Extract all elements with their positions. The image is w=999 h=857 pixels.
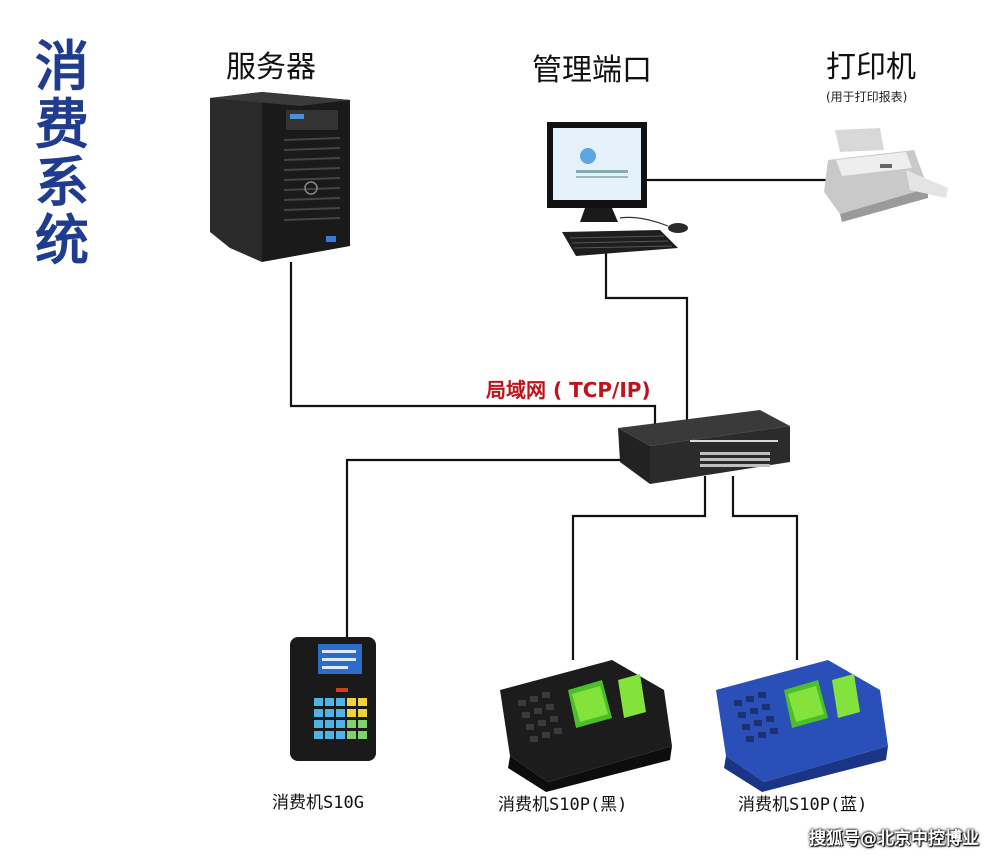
network-label: 局域网 ( TCP/IP) [486,378,651,402]
desk-pos-terminal-icon-black [500,660,672,792]
connection-lines [289,178,830,660]
inkjet-printer-icon [824,128,948,222]
desk-pos-terminal-icon-blue [716,660,888,792]
desktop-monitor-icon [547,122,688,256]
line-switch-terminal-blue [731,476,799,660]
system-title-char: 消 [35,35,89,98]
line-switch-terminal-black [571,476,707,660]
terminal-black-label: 消费机S10P(黑) [498,795,628,815]
printer-label: 打印机 [826,50,916,85]
server-icon [210,92,350,262]
system-title: 消 费 系 统 [32,38,92,270]
card-terminal-icon [290,637,376,761]
line-management-switch [604,253,689,428]
system-title-char: 系 [35,151,89,214]
line-server-switch [289,262,657,428]
printer-note: (用于打印报表) [826,90,908,104]
terminal-g-label: 消费机S10G [272,793,364,813]
network-switch-icon [618,410,790,484]
server-label: 服务器 [226,50,316,85]
line-switch-terminal-g [345,458,640,640]
terminal-blue-label: 消费机S10P(蓝) [738,795,868,815]
management-label: 管理端口 [532,53,652,88]
system-title-char: 费 [35,93,89,156]
watermark: 搜狐号@北京中控博业 [809,829,979,849]
system-title-char: 统 [35,209,89,272]
